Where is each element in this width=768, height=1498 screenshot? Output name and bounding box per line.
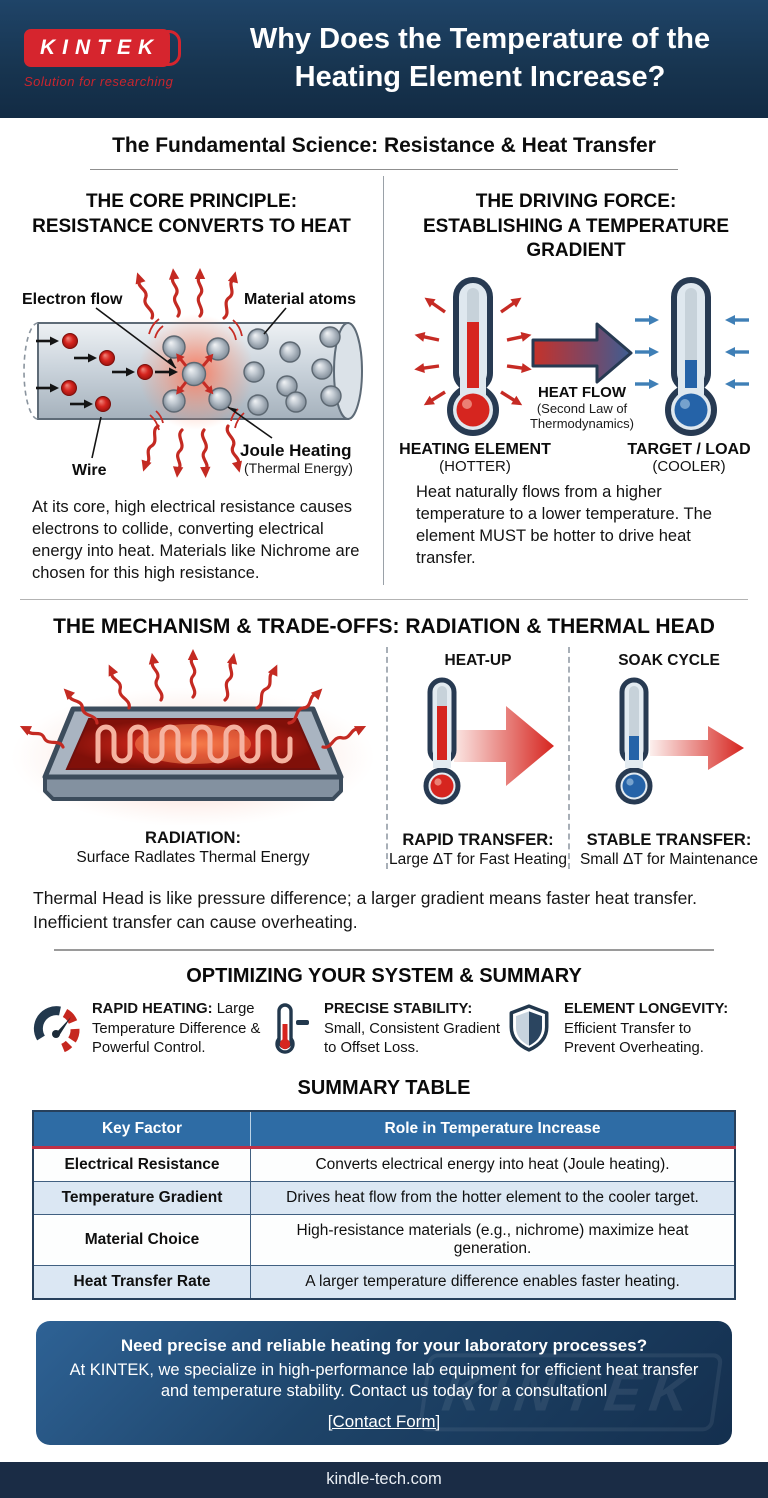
driving-force-paragraph: Heat naturally flows from a higher tempe…: [416, 483, 712, 567]
target-load-label: TARGET / LOAD: [627, 441, 750, 458]
footer-url: kindle-tech.com: [326, 1470, 442, 1489]
cta-headline: Need precise and reliable heating for yo…: [120, 1335, 648, 1355]
core-principle-column: THE CORE PRINCIPLE: RESISTANCE CONVERTS …: [0, 176, 384, 585]
joule-heating-sublabel: (Thermal Energy): [244, 460, 353, 476]
driving-force-heading: THE DRIVING FORCE: ESTABLISHING A TEMPER…: [422, 191, 730, 262]
driving-force-column: THE DRIVING FORCE: ESTABLISHING A TEMPER…: [384, 176, 768, 585]
cta-body: At KINTEK, we specialize in high-perform…: [69, 1360, 699, 1401]
radiation-diagram: [11, 648, 375, 825]
kintek-logo-badge: KINTEK: [24, 29, 182, 67]
rapid-transfer-label: RAPID TRANSFER:: [402, 830, 554, 849]
radiation-sublabel: Surface Radlates Thermal Energy: [76, 848, 310, 866]
summary-table: Key Factor Role in Temperature Increase …: [32, 1109, 736, 1300]
core-principle-heading: THE CORE PRINCIPLE: RESISTANCE CONVERTS …: [32, 191, 351, 237]
table-row: Electrical Resistance Converts electrica…: [32, 1146, 736, 1182]
feature-rapid-heating: RAPID HEATING: Large Temperature Differe…: [32, 1000, 268, 1059]
footer: kindle-tech.com: [0, 1462, 768, 1498]
section-divider-2: [54, 949, 714, 951]
gauge-icon: [33, 1006, 80, 1053]
section2-title: THE MECHANISM & TRADE-OFFS: RADIATION & …: [53, 614, 715, 638]
material-atoms-label: Material atoms: [244, 291, 356, 308]
section-divider: [20, 598, 748, 600]
electron-flow-label: Electron flow: [22, 291, 123, 308]
joule-heating-label: Joule Heating: [240, 441, 351, 460]
heating-element-label: HEATING ELEMENT: [399, 441, 551, 458]
heat-flow-label: HEAT FLOW: [538, 384, 627, 401]
heatup-heading: HEAT-UP: [444, 651, 512, 669]
svg-text:(HOTTER): (HOTTER): [439, 458, 511, 474]
radiation-label: RADIATION:: [145, 828, 241, 847]
heatup-column: HEAT-UP RAPID TRANSFER: Large ΔT for Fas…: [386, 646, 568, 870]
soak-diagram: [615, 677, 744, 805]
section1-underline: [90, 169, 678, 170]
feature-text: PRECISE STABILITY: Small, Consistent Gra…: [324, 1001, 500, 1057]
wire-label: Wire: [72, 462, 107, 479]
section1-columns: THE CORE PRINCIPLE: RESISTANCE CONVERTS …: [0, 176, 768, 585]
feature-list: RAPID HEATING: Large Temperature Differe…: [0, 988, 768, 1059]
summary-table-title: SUMMARY TABLE: [297, 1076, 471, 1099]
section3-title: OPTIMIZING YOUR SYSTEM & SUMMARY: [186, 965, 582, 987]
rapid-transfer-sublabel: Large ΔT for Fast Heating: [388, 850, 568, 868]
svg-text:(Second Law of: (Second Law of: [537, 401, 628, 416]
thermal-head-paragraph: Thermal Head is like pressure difference…: [33, 888, 698, 932]
contact-form-link[interactable]: [Contact Form]: [327, 1412, 441, 1432]
core-principle-paragraph: At its core, high electrical resistance …: [32, 498, 360, 582]
soak-heading: SOAK CYCLE: [618, 651, 720, 669]
feature-element-longevity: ELEMENT LONGEVITY: Efficient Transfer to…: [504, 1000, 740, 1059]
section2-columns: RADIATION: Surface Radlates Thermal Ener…: [0, 646, 768, 870]
column-header-role: Role in Temperature Increase: [250, 1110, 735, 1149]
table-header-row: Key Factor Role in Temperature Increase: [33, 1110, 735, 1149]
feature-precise-stability: PRECISE STABILITY: Small, Consistent Gra…: [268, 1000, 504, 1059]
thermometer-icon: [275, 1003, 309, 1054]
page-title: Why Does the Temperature of the Heating …: [249, 23, 711, 93]
svg-text:Thermodynamics): Thermodynamics): [530, 416, 634, 431]
heatup-diagram: [423, 677, 554, 805]
svg-text:(COOLER): (COOLER): [652, 458, 725, 474]
cta-banner: KINTEK Need precise and reliable heating…: [36, 1320, 732, 1446]
header: KINTEK Solution for researching Why Does…: [0, 0, 768, 118]
temperature-gradient-diagram: HEAT FLOW (Second Law of Thermodynamics)…: [399, 277, 751, 474]
section1-title: The Fundamental Science: Resistance & He…: [112, 134, 656, 157]
soak-column: SOAK CYCLE STABLE TRANSFER: Small ΔT for…: [568, 646, 768, 870]
table-row: Material Choice High-resistance material…: [32, 1213, 736, 1266]
stable-transfer-sublabel: Small ΔT for Maintenance: [579, 850, 759, 868]
shield-icon: [509, 1004, 549, 1052]
stable-transfer-label: STABLE TRANSFER:: [586, 830, 752, 849]
feature-text: RAPID HEATING: Large Temperature Differe…: [92, 1001, 261, 1057]
logo-tagline: Solution for researching: [24, 74, 174, 89]
kintek-logo: KINTEK Solution for researching: [24, 29, 214, 89]
feature-text: ELEMENT LONGEVITY: Efficient Transfer to…: [564, 1001, 729, 1057]
column-header-key-factor: Key Factor: [33, 1110, 251, 1149]
joule-heating-diagram: Electron flow Material atoms Wire Joule …: [22, 266, 363, 480]
radiation-column: RADIATION: Surface Radlates Thermal Ener…: [0, 647, 386, 869]
table-row: Temperature Gradient Drives heat flow fr…: [32, 1180, 736, 1215]
table-row: Heat Transfer Rate A larger temperature …: [32, 1264, 736, 1300]
